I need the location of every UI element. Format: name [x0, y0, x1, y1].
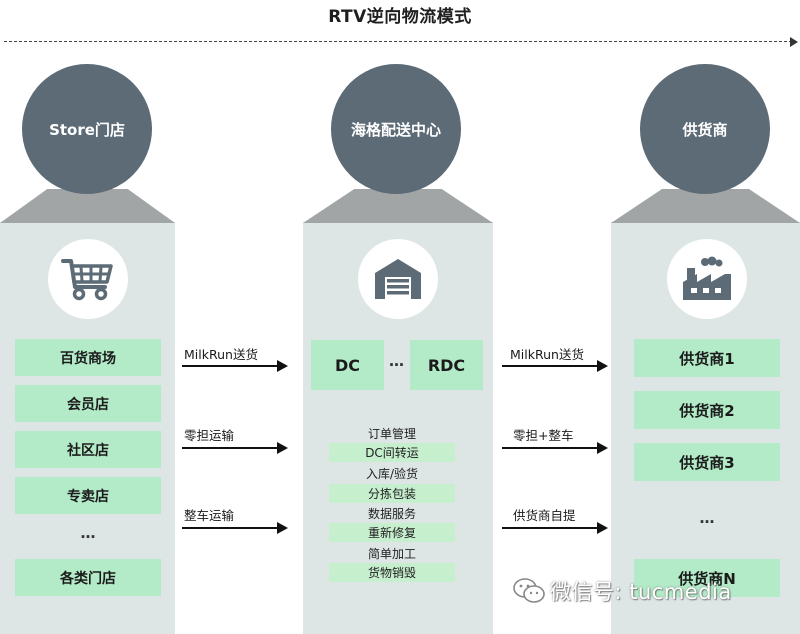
- store-item-label: 专卖店: [67, 488, 109, 505]
- left-arrow: [182, 442, 288, 454]
- shopping-cart-icon: [61, 259, 113, 301]
- factory-icon: [683, 256, 731, 300]
- supplier-connector-shape: [611, 189, 800, 223]
- store-items-ellipsis: …: [80, 524, 96, 542]
- store-item: 会员店: [15, 385, 161, 422]
- dc-connector-shape: [303, 189, 493, 223]
- dc-service-item: 订单管理: [367, 427, 416, 441]
- store-item-label: 各类门店: [60, 570, 116, 587]
- supplier-item-label: 供货商2: [679, 401, 735, 420]
- flow-direction-arrowhead: [790, 37, 798, 47]
- store-item: 社区店: [15, 431, 161, 468]
- supplier-item-label: 供货商N: [678, 569, 736, 588]
- supplier-item: 供货商N: [634, 559, 780, 597]
- supplier-item: 供货商3: [634, 443, 780, 481]
- store-item-label: 社区店: [67, 442, 109, 459]
- dc-service-item: 入库/验货: [365, 467, 419, 481]
- left-arrow-label: 整车运输: [184, 508, 235, 523]
- right-arrow: [502, 360, 608, 372]
- dc-box: DC: [311, 340, 384, 390]
- right-arrow: [502, 442, 608, 454]
- rdc-box: RDC: [410, 340, 483, 390]
- dc-icon-circle: [358, 239, 438, 319]
- dc-service-item: 简单加工: [367, 547, 416, 561]
- store-item-label: 百货商场: [60, 350, 116, 367]
- dc-service-item: 重新修复: [329, 523, 455, 542]
- right-arrow-label: MilkRun送货: [510, 347, 584, 362]
- dc-box-label: DC: [334, 355, 361, 375]
- store-connector-shape: [0, 189, 175, 223]
- store-item: 各类门店: [15, 559, 161, 596]
- dc-header-circle: 海格配送中心: [331, 64, 461, 194]
- supplier-icon-circle: [667, 239, 747, 319]
- supplier-item-label: 供货商1: [679, 349, 735, 368]
- store-item: 百货商场: [15, 339, 161, 376]
- store-item-label: 会员店: [67, 396, 109, 413]
- flow-direction-line: [4, 41, 792, 42]
- warehouse-icon: [375, 259, 421, 299]
- dc-service-item: 数据服务: [367, 507, 416, 521]
- dc-header-label: 海格配送中心: [350, 120, 441, 139]
- dc-service-item: DC间转运: [329, 443, 455, 462]
- diagram-title: RTV逆向物流模式: [328, 7, 472, 27]
- supplier-item: 供货商1: [634, 339, 780, 377]
- rdc-box-label: RDC: [427, 355, 466, 375]
- store-icon-circle: [48, 239, 128, 319]
- right-arrow-label: 零担+整车: [513, 428, 574, 443]
- left-arrow: [182, 360, 288, 372]
- wechat-icon: [513, 578, 545, 603]
- store-header-circle: Store门店: [22, 64, 152, 194]
- store-item: 专卖店: [15, 477, 161, 514]
- right-arrow-label: 供货商自提: [513, 508, 576, 523]
- supplier-item: 供货商2: [634, 391, 780, 429]
- dc-rdc-ellipsis: …: [389, 352, 404, 370]
- watermark: 微信号: tucmedia: [512, 576, 732, 606]
- supplier-items-ellipsis: …: [699, 509, 715, 527]
- right-arrow: [502, 522, 608, 534]
- left-arrow-label: MilkRun送货: [184, 347, 258, 362]
- supplier-header-circle: 供货商: [640, 64, 770, 194]
- supplier-item-label: 供货商3: [679, 453, 735, 472]
- dc-service-item: 分拣包装: [329, 484, 455, 503]
- left-arrow: [182, 522, 288, 534]
- watermark-text: 微信号: tucmedia: [550, 580, 732, 604]
- store-header-label: Store门店: [49, 120, 125, 139]
- dc-service-item: 货物销毁: [329, 563, 455, 582]
- supplier-header-label: 供货商: [682, 120, 728, 139]
- left-arrow-label: 零担运输: [184, 428, 235, 443]
